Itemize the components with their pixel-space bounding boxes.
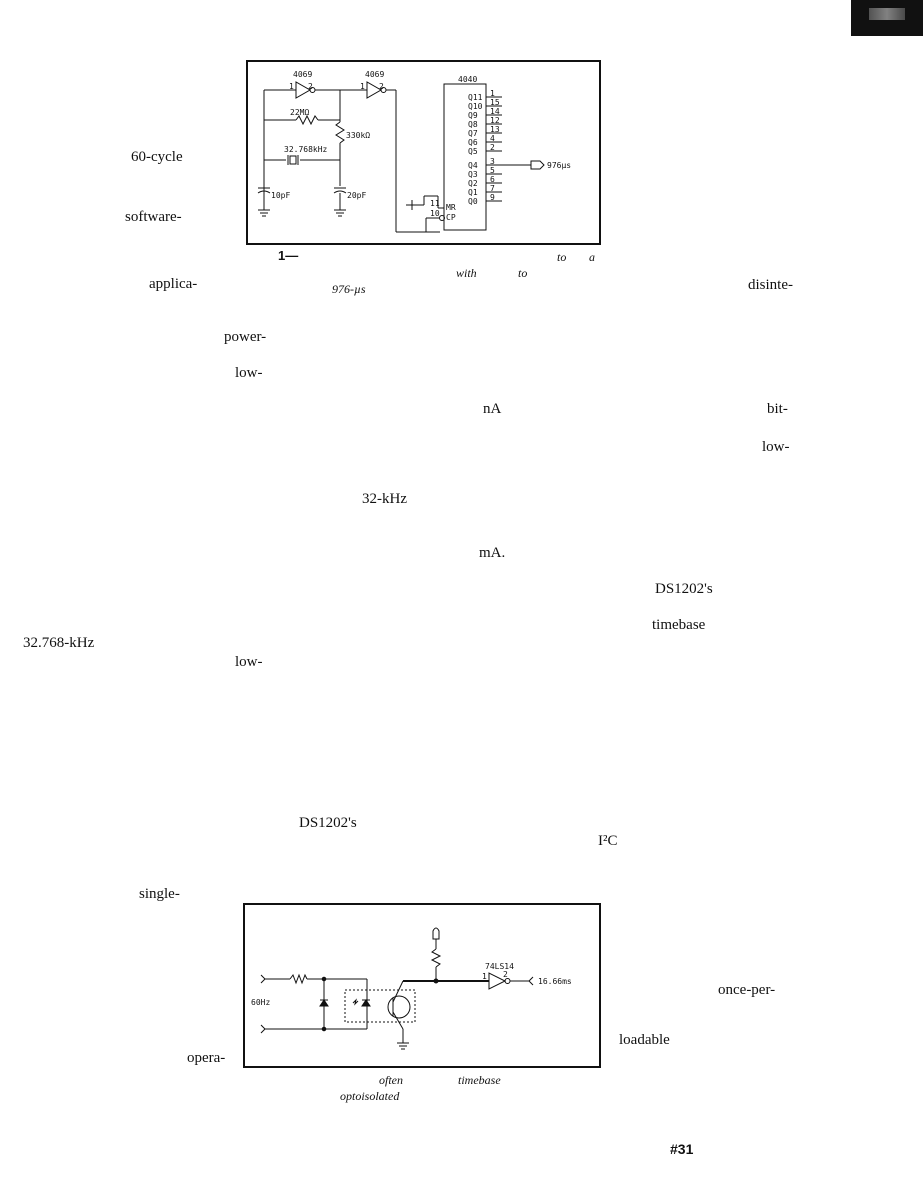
inv1-out-pin: 2 [308, 82, 313, 91]
body-text-na: nA [483, 401, 502, 417]
r-series-label: 330kΩ [346, 131, 370, 140]
counter-pin-1: 1 [490, 89, 495, 98]
inverter-a-label: 4069 [293, 70, 312, 79]
body-text-applica: applica- [149, 276, 198, 292]
counter-output-q5: Q5 [468, 147, 478, 156]
figure-1-caption-976us: 976-µs [332, 282, 366, 296]
body-text-low-2: low- [762, 439, 790, 455]
counter-pin-4: 4 [490, 134, 495, 143]
r-feedback-label: 22MΩ [290, 108, 309, 117]
page-number: #31 [670, 1141, 694, 1157]
inv1-in-pin: 1 [289, 82, 294, 91]
counter-pin-13: 13 [490, 125, 500, 134]
body-text-opera: opera- [187, 1050, 226, 1066]
body-text-single: single- [139, 886, 180, 902]
counter-label: 4040 [458, 75, 477, 84]
figure-1-caption-with: with [456, 266, 477, 280]
counter-pin-14: 14 [490, 107, 500, 116]
mr-pin-label: MR [446, 203, 456, 212]
output-label: 976µs [547, 161, 571, 170]
counter-output-q11: Q11 [468, 93, 483, 102]
counter-pin-9: 9 [490, 193, 495, 202]
body-text-low-1: low- [235, 365, 263, 381]
figure-1-caption-to: to [557, 250, 567, 264]
body-text-i2c: I²C [598, 833, 618, 849]
inv2-out-pin: 2 [379, 82, 384, 91]
counter-output-q2: Q2 [468, 179, 478, 188]
figure-2-caption-optoisolated: optoisolated [340, 1089, 400, 1103]
counter-pin-7: 7 [490, 184, 495, 193]
body-text-ds1202-1: DS1202's [655, 581, 713, 597]
output-16-66ms-label: 16.66ms [538, 977, 572, 986]
c1-label: 10pF [271, 191, 290, 200]
figure-1-caption-label: 1— [278, 248, 299, 263]
counter-pin-12: 12 [490, 116, 500, 125]
counter-output-q3: Q3 [468, 170, 478, 179]
mr-pin-number: 11 [430, 199, 440, 208]
counter-output-q8: Q8 [468, 120, 478, 129]
figure-2-caption-often: often [379, 1073, 403, 1087]
crystal-label: 32.768kHz [284, 145, 328, 154]
counter-output-q4: Q4 [468, 161, 478, 170]
counter-pin-5: 5 [490, 166, 495, 175]
counter-pin-2: 2 [490, 143, 495, 152]
counter-output-q9: Q9 [468, 111, 478, 120]
body-text-disinte: disinte- [748, 277, 793, 293]
inverter-b-label: 4069 [365, 70, 384, 79]
body-text-bit: bit- [767, 401, 788, 417]
counter-output-q1: Q1 [468, 188, 478, 197]
body-text-32khz: 32-kHz [362, 491, 407, 507]
body-text-power: power- [224, 329, 267, 345]
body-text-low-3: low- [235, 654, 263, 670]
counter-pin-3: 3 [490, 157, 495, 166]
c2-label: 20pF [347, 191, 366, 200]
figure-1-caption-a: a [589, 250, 595, 264]
body-text-loadable: loadable [619, 1032, 670, 1048]
input-60hz-label: 60Hz [251, 998, 270, 1007]
corner-tab [851, 0, 923, 36]
counter-pin-15: 15 [490, 98, 500, 107]
body-text-ma: mA. [479, 545, 506, 561]
counter-output-q6: Q6 [468, 138, 478, 147]
inv2-in-pin: 1 [360, 82, 365, 91]
cp-pin-number: 10 [430, 209, 440, 218]
counter-output-q7: Q7 [468, 129, 478, 138]
counter-output-q10: Q10 [468, 102, 483, 111]
figure-1-caption-to-2: to [518, 266, 528, 280]
cp-pin-label: CP [446, 213, 456, 222]
figure-2-schematic: 60Hz 74LS14 1 2 16.66ms [243, 903, 601, 1068]
body-text-software: software- [125, 209, 182, 225]
body-text-60-cycle: 60-cycle [131, 149, 183, 165]
figure-1-schematic: 4069 4069 4040 1 2 1 2 22MΩ 330kΩ 32.768… [246, 60, 601, 245]
body-text-32768khz: 32.768-kHz [23, 635, 95, 651]
gate-in-pin: 1 [482, 972, 487, 981]
gate-out-pin: 2 [503, 970, 508, 979]
figure-2-caption-timebase: timebase [458, 1073, 501, 1087]
body-text-ds1202-2: DS1202's [299, 815, 357, 831]
counter-pin-6: 6 [490, 175, 495, 184]
body-text-timebase: timebase [652, 617, 706, 633]
counter-output-q0: Q0 [468, 197, 478, 206]
gate-label: 74LS14 [485, 962, 514, 971]
body-text-once-per: once-per- [718, 982, 776, 998]
